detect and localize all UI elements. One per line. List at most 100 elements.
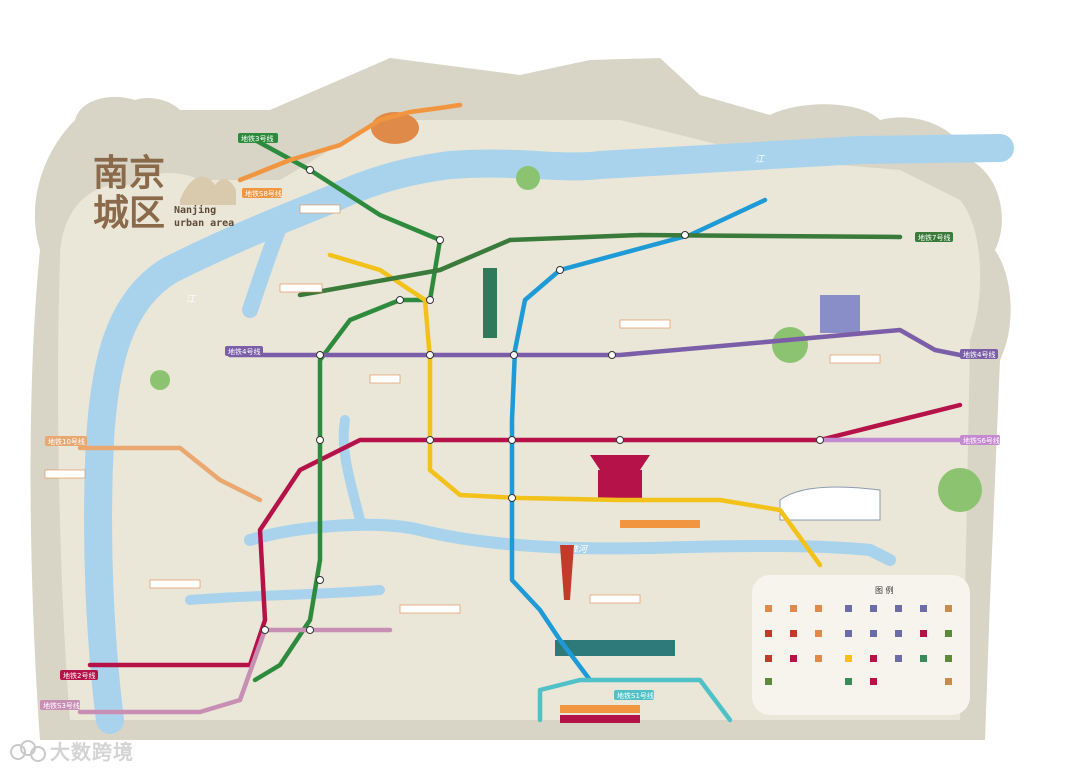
legend-title: 图 例 bbox=[875, 585, 894, 595]
line-label-4-east: 地铁4号线 bbox=[960, 349, 998, 359]
metro-lines bbox=[77, 102, 963, 723]
tree-icon bbox=[772, 327, 808, 363]
tower-icon bbox=[483, 268, 497, 338]
line-label-s6: 地铁S6号线 bbox=[960, 435, 1000, 445]
line-label-2: 地铁2号线 bbox=[60, 670, 98, 680]
poi-box[interactable] bbox=[619, 319, 671, 329]
svg-text:地铁4号线: 地铁4号线 bbox=[228, 347, 260, 356]
pagoda-icon bbox=[560, 545, 574, 600]
line-label-4-west: 地铁4号线 bbox=[225, 346, 263, 356]
temple-icon bbox=[590, 455, 650, 500]
poi-box[interactable] bbox=[399, 604, 461, 614]
svg-text:地铁7号线: 地铁7号线 bbox=[918, 233, 950, 242]
station-node[interactable] bbox=[510, 351, 518, 359]
station-node[interactable] bbox=[306, 166, 314, 174]
station-node[interactable] bbox=[426, 296, 434, 304]
gate-icon bbox=[555, 640, 675, 656]
tree-icon-3 bbox=[516, 166, 540, 190]
poi-box[interactable] bbox=[369, 374, 401, 384]
inner-land bbox=[58, 120, 981, 720]
metro-line-s3 bbox=[77, 627, 393, 715]
stations bbox=[261, 166, 824, 634]
station-building-icon bbox=[820, 295, 860, 333]
map-title: 南京 城区 Nanjing urban area bbox=[93, 152, 234, 234]
poi-box[interactable] bbox=[620, 520, 700, 528]
svg-text:地铁S8号线: 地铁S8号线 bbox=[245, 189, 282, 198]
poi-box[interactable] bbox=[149, 579, 201, 589]
poi-markers bbox=[44, 204, 881, 723]
poi-box[interactable] bbox=[560, 705, 640, 713]
svg-text:地铁3号线: 地铁3号线 bbox=[241, 134, 273, 143]
poi-box[interactable] bbox=[299, 204, 341, 214]
line-label-10: 地铁10号线 bbox=[45, 436, 87, 446]
river-branch bbox=[242, 217, 288, 318]
metro-line-4 bbox=[227, 327, 963, 358]
station-node[interactable] bbox=[608, 351, 616, 359]
metro-line-7 bbox=[297, 232, 903, 298]
station-node[interactable] bbox=[261, 626, 269, 634]
watermark: 大数跨境 bbox=[10, 736, 134, 765]
svg-text:地铁S6号线: 地铁S6号线 bbox=[963, 436, 1000, 445]
station-node[interactable] bbox=[436, 236, 444, 244]
station-node[interactable] bbox=[306, 626, 314, 634]
legend-icons bbox=[765, 605, 952, 685]
station-node[interactable] bbox=[616, 436, 624, 444]
station-node[interactable] bbox=[316, 436, 324, 444]
rivers bbox=[84, 134, 1014, 734]
station-node[interactable] bbox=[316, 351, 324, 359]
metro-line-2 bbox=[87, 402, 963, 668]
station-node[interactable] bbox=[508, 494, 516, 502]
poi-box[interactable] bbox=[279, 283, 323, 293]
poi-box[interactable] bbox=[44, 469, 86, 479]
station-node[interactable] bbox=[556, 266, 564, 274]
svg-text:地铁10号线: 地铁10号线 bbox=[48, 437, 85, 446]
river-label-qinhuai: 秦淮河 bbox=[560, 544, 589, 555]
svg-text:地铁S1号线: 地铁S1号线 bbox=[617, 691, 654, 700]
qinhuai-branch bbox=[338, 415, 365, 525]
title-cn-line2: 城区 bbox=[93, 192, 165, 234]
svg-text:地铁S3号线: 地铁S3号线 bbox=[43, 701, 80, 710]
station-node[interactable] bbox=[426, 436, 434, 444]
title-en-line2: urban area bbox=[174, 218, 234, 229]
watermark-logo-icon bbox=[10, 739, 46, 762]
svg-text:地铁4号线: 地铁4号线 bbox=[963, 350, 995, 359]
metro-line-s8 bbox=[237, 102, 463, 183]
yangtze-river bbox=[84, 134, 1014, 734]
poi-box[interactable] bbox=[589, 594, 641, 604]
watermark-text: 大数跨境 bbox=[50, 740, 134, 764]
station-node[interactable] bbox=[316, 576, 324, 584]
mountain-icon bbox=[180, 176, 236, 205]
qinhuai-river bbox=[244, 518, 896, 566]
station-node[interactable] bbox=[816, 436, 824, 444]
title-en-line1: Nanjing bbox=[174, 204, 216, 216]
line-label-7: 地铁7号线 bbox=[915, 232, 953, 242]
tree-icon-4 bbox=[150, 370, 170, 390]
line-label-s1: 地铁S1号线 bbox=[614, 690, 654, 700]
metro-line-3 bbox=[252, 137, 443, 683]
station-node[interactable] bbox=[426, 351, 434, 359]
decorations bbox=[150, 112, 982, 656]
metro-line-10 bbox=[77, 445, 263, 503]
line-labels: 地铁3号线 地铁S8号线 地铁4号线 地铁4号线 地铁7号线 地铁S6号线 地铁… bbox=[40, 133, 1000, 710]
river-label-jiang: 江 bbox=[755, 154, 765, 165]
metro-line-s1 bbox=[537, 677, 733, 723]
river-label-jiang-west: 江 bbox=[186, 294, 196, 305]
legend-box bbox=[752, 575, 970, 715]
legend-panel: 图 例 bbox=[752, 575, 970, 715]
poi-box[interactable] bbox=[560, 715, 640, 723]
river-south bbox=[185, 585, 385, 605]
title-cn-line1: 南京 bbox=[93, 152, 165, 194]
train-icon bbox=[779, 486, 881, 521]
metro-line-1 bbox=[509, 197, 768, 683]
line-label-s3: 地铁S3号线 bbox=[40, 700, 80, 710]
metro-line-5 bbox=[327, 252, 823, 568]
line-label-s8: 地铁S8号线 bbox=[242, 188, 282, 198]
tree-icon-2 bbox=[938, 468, 982, 512]
svg-text:地铁2号线: 地铁2号线 bbox=[63, 671, 95, 680]
station-node[interactable] bbox=[681, 231, 689, 239]
line-label-3: 地铁3号线 bbox=[238, 133, 278, 143]
station-node[interactable] bbox=[396, 296, 404, 304]
station-node[interactable] bbox=[508, 436, 516, 444]
poi-box[interactable] bbox=[829, 354, 881, 364]
